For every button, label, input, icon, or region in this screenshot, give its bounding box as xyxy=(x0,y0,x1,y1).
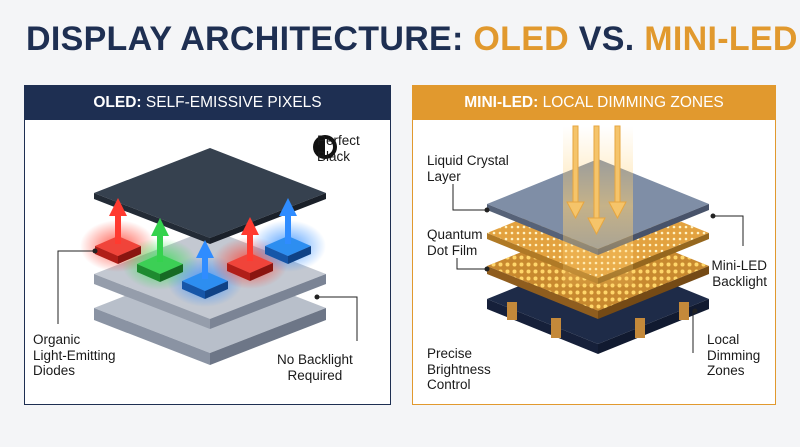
oled-panel: OLED: SELF-EMISSIVE PIXELS xyxy=(24,85,391,405)
red-light-arrow-2 xyxy=(241,217,259,261)
miniled-header-rest: LOCAL DIMMING ZONES xyxy=(538,94,724,111)
no-backlight-line-1: No Backlight xyxy=(277,352,353,367)
title-part-1: DISPLAY ARCHITECTURE: xyxy=(26,20,474,58)
perfect-black-line-2: Black xyxy=(317,148,351,164)
qd-label-leader xyxy=(456,258,487,270)
quantum-dot-label: Quantum Dot Film xyxy=(427,227,483,258)
oled-pixel-green xyxy=(137,254,183,282)
title-part-4: MINI-LED xyxy=(644,20,798,58)
miniled-header-bold: MINI-LED: xyxy=(464,94,539,111)
organic-line-2: Light-Emitting xyxy=(33,347,116,363)
blue-light-arrow-1 xyxy=(196,240,214,279)
organic-led-label: Organic Light-Emitting Diodes xyxy=(33,332,116,379)
red-light-arrow-1 xyxy=(109,198,127,244)
backlight-line-2: Backlight xyxy=(712,273,767,289)
perfect-black-line-1: Perfect xyxy=(317,133,360,148)
miniled-backlight-label: Mini-LED Backlight xyxy=(701,258,767,289)
down-arrow-right xyxy=(608,125,627,220)
backlight-line-1: Mini-LED xyxy=(711,258,767,273)
no-backlight-leader xyxy=(317,296,358,341)
oled-pixel-red-1 xyxy=(95,236,141,264)
precise-line-2: Brightness xyxy=(427,361,491,377)
organic-line-3: Diodes xyxy=(33,363,76,378)
organic-line-1: Organic xyxy=(33,332,81,347)
blue-light-arrow-2 xyxy=(279,198,297,244)
no-backlight-line-2: Required xyxy=(287,367,343,383)
miniled-panel-header: MINI-LED: LOCAL DIMMING ZONES xyxy=(413,86,775,120)
green-light-arrow xyxy=(151,218,169,262)
dimming-label-leader xyxy=(692,310,695,353)
lc-label-leader xyxy=(452,184,487,211)
backlight-label-leader xyxy=(713,215,744,246)
oled-pixel-red-2 xyxy=(227,253,273,281)
oled-header-bold: OLED: xyxy=(93,94,142,111)
liquid-crystal-label: Liquid Crystal Layer xyxy=(427,153,509,184)
lc-line-1: Liquid Crystal xyxy=(427,153,509,168)
miniled-panel: MINI-LED: LOCAL DIMMING ZONES xyxy=(412,85,776,405)
down-arrow-center xyxy=(587,125,606,236)
local-dimming-label: Local Dimming Zones xyxy=(707,332,760,379)
dimming-line-2: Dimming xyxy=(707,347,761,363)
precise-line-3: Control xyxy=(427,377,471,392)
oled-header-rest: SELF-EMISSIVE PIXELS xyxy=(141,94,322,111)
organic-label-leader xyxy=(57,250,95,324)
lc-line-2: Layer xyxy=(427,168,461,184)
down-arrow-left xyxy=(566,125,585,220)
no-backlight-label: No Backlight Required xyxy=(277,352,353,383)
oled-pixel-blue-1 xyxy=(182,271,228,299)
title-part-2: OLED xyxy=(473,20,570,58)
precise-brightness-label: Precise Brightness Control xyxy=(427,346,491,393)
precise-line-1: Precise xyxy=(427,346,473,361)
half-moon-icon xyxy=(313,135,337,159)
oled-panel-header: OLED: SELF-EMISSIVE PIXELS xyxy=(25,86,390,120)
oled-stack-illustration xyxy=(57,135,358,365)
perfect-black-label: Perfect Black xyxy=(317,133,360,164)
oled-pixel-blue-2 xyxy=(265,236,311,264)
qd-line-2: Dot Film xyxy=(427,242,478,258)
qd-line-1: Quantum xyxy=(427,227,483,242)
dimming-line-3: Zones xyxy=(707,363,745,378)
dimming-line-1: Local xyxy=(707,332,740,347)
oled-black-display-layer xyxy=(94,148,326,244)
title-part-3: VS. xyxy=(569,20,645,58)
page-title: DISPLAY ARCHITECTURE: OLED VS. MINI-LED xyxy=(26,20,798,59)
miniled-stack-illustration xyxy=(452,125,744,354)
